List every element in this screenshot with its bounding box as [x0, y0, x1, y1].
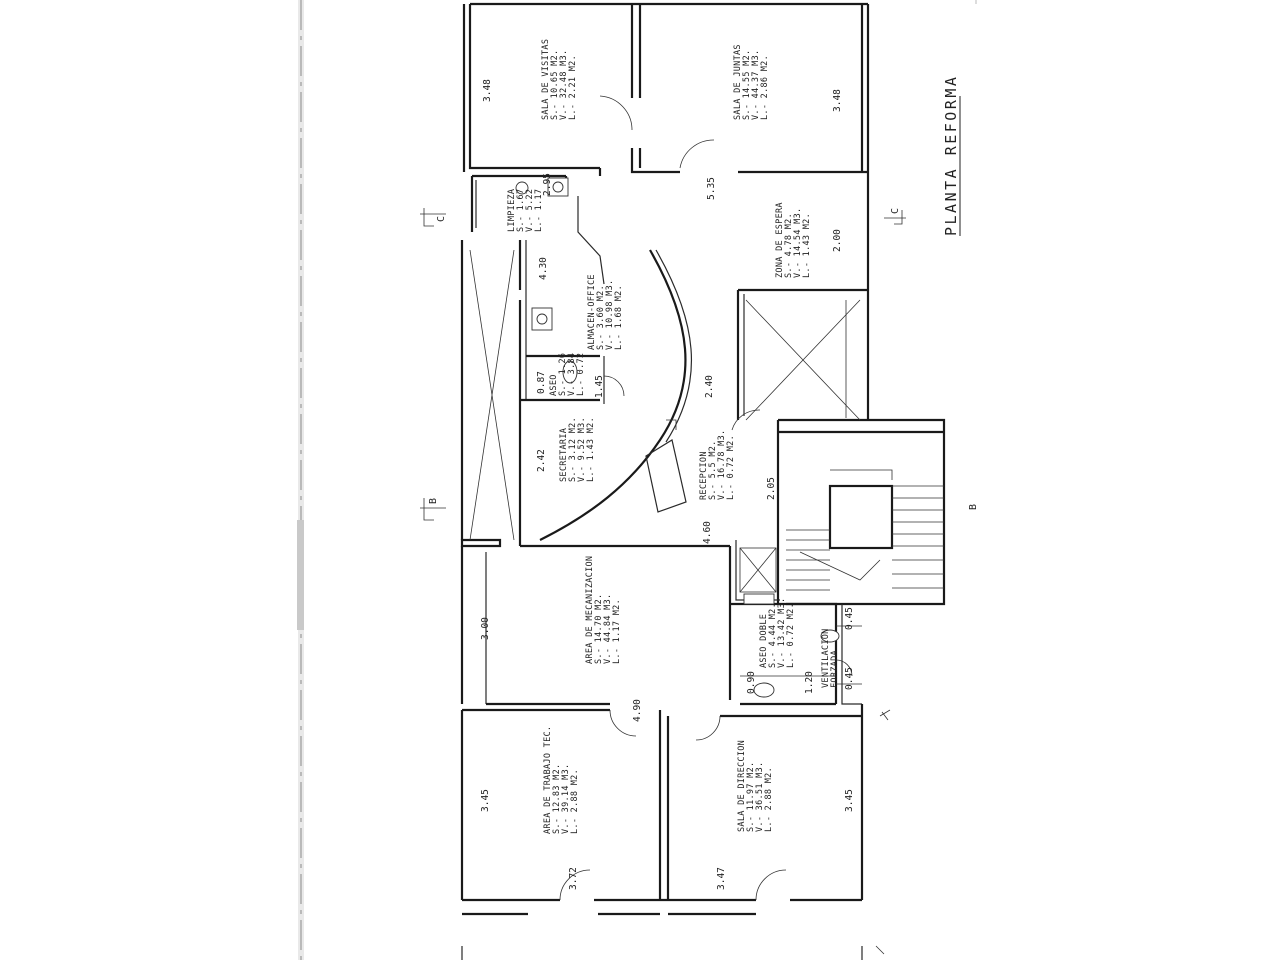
reception-desk	[645, 419, 687, 513]
room-recepcion: RECEPCION S.- 5.5 M2. V.- 16.78 M3. L.- …	[699, 424, 736, 500]
walls	[460, 2, 946, 960]
dim-label: 3.47	[716, 867, 727, 890]
section-marker-c-right: C	[884, 208, 906, 225]
dim-label: 0.45	[844, 667, 855, 690]
room-ventilacion-forzada: VENTILACION FORZADA	[821, 623, 840, 688]
dim-label: 3.72	[568, 867, 579, 890]
svg-text:C: C	[436, 216, 447, 222]
void-crosses	[469, 249, 861, 541]
svg-text:B: B	[968, 504, 979, 510]
room-almacen-office: ALMACEN-OFFICE S.- 3.60 M2. V.- 10.98 M3…	[587, 269, 624, 350]
dim-label: 2.95	[542, 173, 553, 196]
dim-label: 1.45	[594, 375, 605, 398]
svg-text:B: B	[428, 498, 439, 504]
section-marker-c-left: C	[420, 208, 447, 227]
room-aseo: ASEO S.- 1.26 V.- 3.84 L.- 0.72	[549, 347, 586, 396]
room-sala-visitas: SALA DE VISITAS S.- 10.65 M2. V.- 32.48 …	[541, 33, 578, 120]
dim-label: 0.45	[844, 607, 855, 630]
stair-treads	[786, 469, 944, 591]
svg-text:C: C	[890, 208, 901, 214]
room-area-trabajo-tec: AREA DE TRABAJO TEC. S.- 12.83 M2. V.- 3…	[543, 720, 580, 834]
room-sala-direccion: SALA DE DIRECCION S.- 11.97 M2. V.- 36.5…	[737, 734, 774, 832]
dim-label: 4.60	[702, 521, 713, 544]
room-secretaria: SECRETARIA S.- 3.12 M2. V.- 9.52 M3. L.-…	[559, 412, 596, 482]
dim-label: 2.42	[536, 449, 547, 472]
stray-marks	[875, 709, 891, 955]
dimensions: 3.48 3.48 5.35 2.95 4.30 2.00 0.87 1.45 …	[480, 79, 855, 890]
plan-title: PLANTA REFORMA	[942, 75, 961, 236]
room-labels: SALA DE VISITAS S.- 10.65 M2. V.- 32.48 …	[507, 33, 840, 834]
room-aseo-doble: ASEO DOBLE S.- 4.44 M2. V.- 13.42 M3. L.…	[759, 592, 796, 668]
room-area-mecanizacion: AREA DE MECANIZACION S.- 14.70 M2. V.- 4…	[585, 550, 622, 664]
dim-label: 3.45	[844, 789, 855, 812]
dim-label: 4.30	[538, 257, 549, 280]
dim-label: 3.48	[482, 79, 493, 102]
dim-label: 3.00	[480, 617, 491, 640]
dim-label: 0.90	[746, 671, 757, 694]
dim-label: 2.40	[704, 375, 715, 398]
dim-label: 5.35	[706, 177, 717, 200]
dim-label: 2.00	[832, 229, 843, 252]
section-marker-b-right: B	[968, 504, 979, 510]
dim-label: 0.87	[536, 371, 547, 394]
scan-edge	[297, 0, 977, 960]
dim-label: 4.90	[632, 699, 643, 722]
dim-label: 2.05	[766, 477, 777, 500]
page-title: PLANTA REFORMA	[942, 75, 960, 236]
section-marker-b-left: B	[420, 498, 446, 521]
room-sala-juntas: SALA DE JUNTAS S.- 14.55 M2. V.- 44.37 M…	[733, 39, 770, 120]
dim-label: 3.48	[832, 89, 843, 112]
door-swings	[559, 95, 853, 901]
dim-label: 1.20	[804, 671, 815, 694]
fixtures	[515, 177, 840, 698]
room-zona-espera: ZONA DE ESPERA S.- 4.78 M2. V.- 14.54 M3…	[775, 197, 812, 278]
dim-label: 3.45	[480, 789, 491, 812]
room-limpieza: LIMPIEZA S.- 1.67 V.- 5.22 L.- 1.17	[507, 183, 544, 232]
section-markers: C C B B	[420, 208, 979, 521]
